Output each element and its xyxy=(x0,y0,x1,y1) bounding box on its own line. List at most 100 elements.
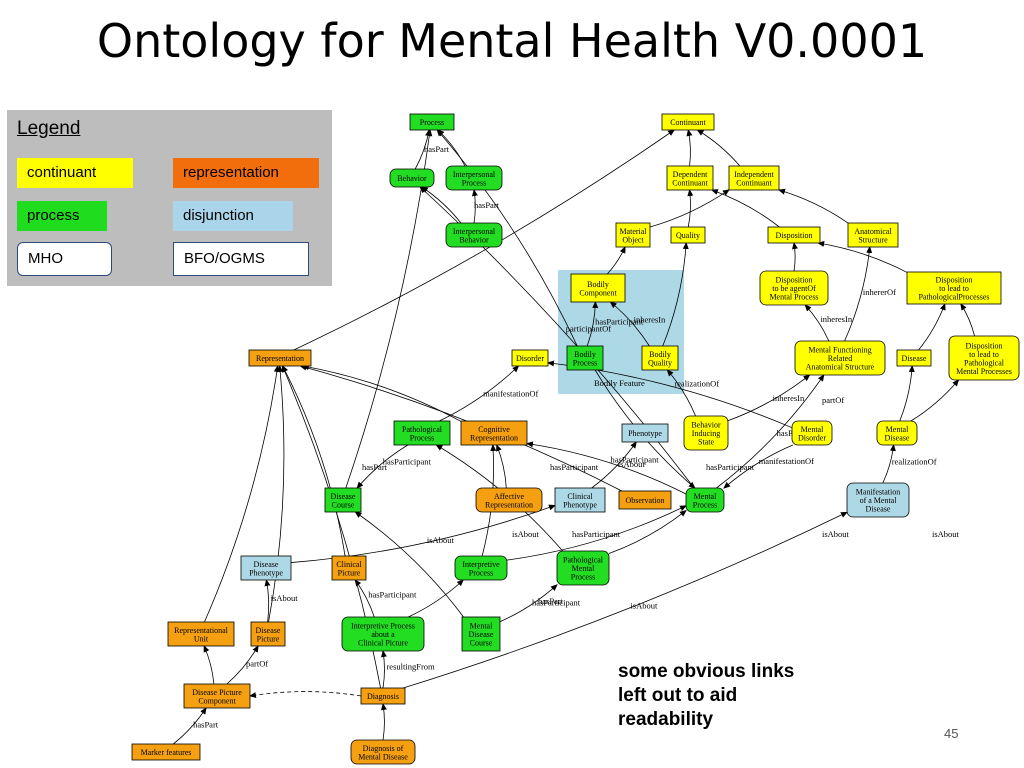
edge-representation-to-continuant xyxy=(293,129,675,351)
edge-label-mf_anat-to-anat_struct: inhererOf xyxy=(863,287,896,297)
edge-disposition-to-dep_cont xyxy=(710,189,780,228)
node-text-interp_process-0: Interpretive xyxy=(462,560,500,569)
node-box-beh_state xyxy=(683,415,729,451)
node-behavior: Behavior xyxy=(389,168,435,188)
node-quality: Quality xyxy=(670,226,706,244)
edge-dep_cont-to-continuant xyxy=(686,129,693,167)
edge-interp_clin-to-interp_process xyxy=(408,579,464,618)
node-text-dis_course-1: Course xyxy=(332,500,355,509)
node-box-anat_struct xyxy=(847,222,899,248)
node-text-ment_proc-0: Mental xyxy=(694,492,717,501)
node-box-mat_obj xyxy=(615,222,651,248)
node-text-dep_cont-1: Continuant xyxy=(672,178,708,187)
extra-label-hasparticipant_pheno: hasParticipant xyxy=(706,462,755,472)
edge-ment_dis-to-ment_proc xyxy=(723,444,793,489)
node-text-beh_state-2: State xyxy=(698,438,714,447)
node-box-representation xyxy=(248,349,312,367)
node-box-phenotype xyxy=(621,423,669,443)
edge-cog_rep-to-representation xyxy=(301,364,462,422)
legend-panel: Legend continuant representation process… xyxy=(7,110,332,286)
edge-dis_pheno-to-clin_pheno xyxy=(290,504,556,563)
node-text-mf_anat-2: Anatomical Structure xyxy=(806,363,875,372)
node-text-aff_rep-0: Affective xyxy=(494,492,525,501)
node-text-interp_beh-0: Interpersonal xyxy=(453,227,496,236)
node-text-mf_anat-1: Related xyxy=(828,354,852,363)
node-text-beh_state-0: Behavior xyxy=(691,421,721,430)
node-text-disp_lead2-0: Disposition xyxy=(966,341,1003,350)
edge-path_ment-to-ment_proc xyxy=(608,509,687,554)
edge-clin_pic-to-representation xyxy=(282,365,346,557)
node-diagnosis: Diagnosis xyxy=(360,687,406,705)
node-text-disp_lead-1: to lead to xyxy=(939,284,969,293)
node-box-dep_cont xyxy=(666,165,714,191)
edge-mat_obj-to-indep_cont xyxy=(649,189,730,228)
node-continuant: Continuant xyxy=(661,113,715,131)
edge-bodily_proc-to-process xyxy=(436,129,578,347)
node-box-bodily_comp xyxy=(570,273,626,303)
node-text-dis_pheno-1: Phenotype xyxy=(249,568,283,577)
legend-item-process: process xyxy=(17,201,107,231)
node-box-clin_pic xyxy=(331,555,367,581)
node-text-path_ment-1: Mental xyxy=(572,564,595,573)
edges-layer xyxy=(173,129,975,745)
extra-label-hasparticipant_right: hasParticipant xyxy=(572,529,621,539)
node-text-bodily_qual-1: Quality xyxy=(648,358,672,367)
node-text-interp_proc-1: Process xyxy=(462,178,486,187)
legend-title: Legend xyxy=(17,118,81,139)
node-box-manifest xyxy=(846,482,910,518)
edge-mf_anat-to-disp_agent xyxy=(804,304,830,342)
node-text-disp_lead2-1: to lead to xyxy=(969,350,999,359)
node-text-disp_lead2-2: Pathological xyxy=(964,358,1005,367)
node-text-ment_disease-0: Mental xyxy=(886,425,909,434)
node-text-dis_pheno-0: Disease xyxy=(254,560,279,569)
node-text-dis_pic-0: Disease xyxy=(256,626,281,635)
edge-mf_anat-to-anat_struct xyxy=(844,246,873,342)
node-text-bodily_proc-0: Bodily xyxy=(574,350,596,359)
node-text-representation-0: Representation xyxy=(256,354,304,363)
node-box-diag_ment xyxy=(350,739,416,765)
edge-disp_lead-to-disposition xyxy=(817,241,908,273)
node-representation: Representation xyxy=(248,349,312,367)
node-box-aff_rep xyxy=(475,487,543,513)
edge-dis_pic-to-dis_pheno xyxy=(264,579,271,623)
page-number: 45 xyxy=(944,726,959,741)
edge-dpc-to-rep_unit xyxy=(203,645,215,685)
node-text-process-0: Process xyxy=(420,118,444,127)
node-text-interp_clin-0: Interpretive Process xyxy=(351,622,415,631)
edge-dis_pic-to-representation xyxy=(268,365,285,623)
edge-label-clin_pheno-to-phenotype: isAbout xyxy=(618,459,646,469)
node-text-interp_proc-0: Interpersonal xyxy=(453,170,496,179)
node-text-ment_dis-0: Mental xyxy=(801,425,824,434)
edge-label-marker-to-dpc: hasPart xyxy=(193,719,219,729)
edge-path_proc-to-dis_course xyxy=(356,444,409,489)
node-text-diag_ment-1: Mental Disease xyxy=(358,752,408,761)
node-box-process xyxy=(409,113,455,131)
node-box-cog_rep xyxy=(460,420,528,446)
node-text-clin_pic-0: Clinical xyxy=(336,560,362,569)
node-text-disp_agent-2: Mental Process xyxy=(769,293,818,302)
node-box-disp_lead xyxy=(906,271,1002,305)
edge-ment_course-to-dis_course xyxy=(354,511,464,618)
node-text-phenotype-0: Phenotype xyxy=(628,429,662,438)
edge-interp_beh-to-interp_proc xyxy=(471,189,478,224)
edge-ment_disease-to-disease xyxy=(899,365,915,422)
node-text-manifest-2: Disease xyxy=(866,505,891,514)
node-box-disorder xyxy=(511,349,549,367)
edge-manifest-to-ment_disease xyxy=(882,444,896,484)
note-line-2: left out to aid xyxy=(618,685,738,706)
node-text-mat_obj-1: Object xyxy=(622,235,644,244)
node-text-disp_agent-1: to be agentOf xyxy=(772,284,816,293)
legend-item-bfo: BFO/OGMS xyxy=(173,242,309,276)
node-text-mat_obj-0: Material xyxy=(619,227,647,236)
